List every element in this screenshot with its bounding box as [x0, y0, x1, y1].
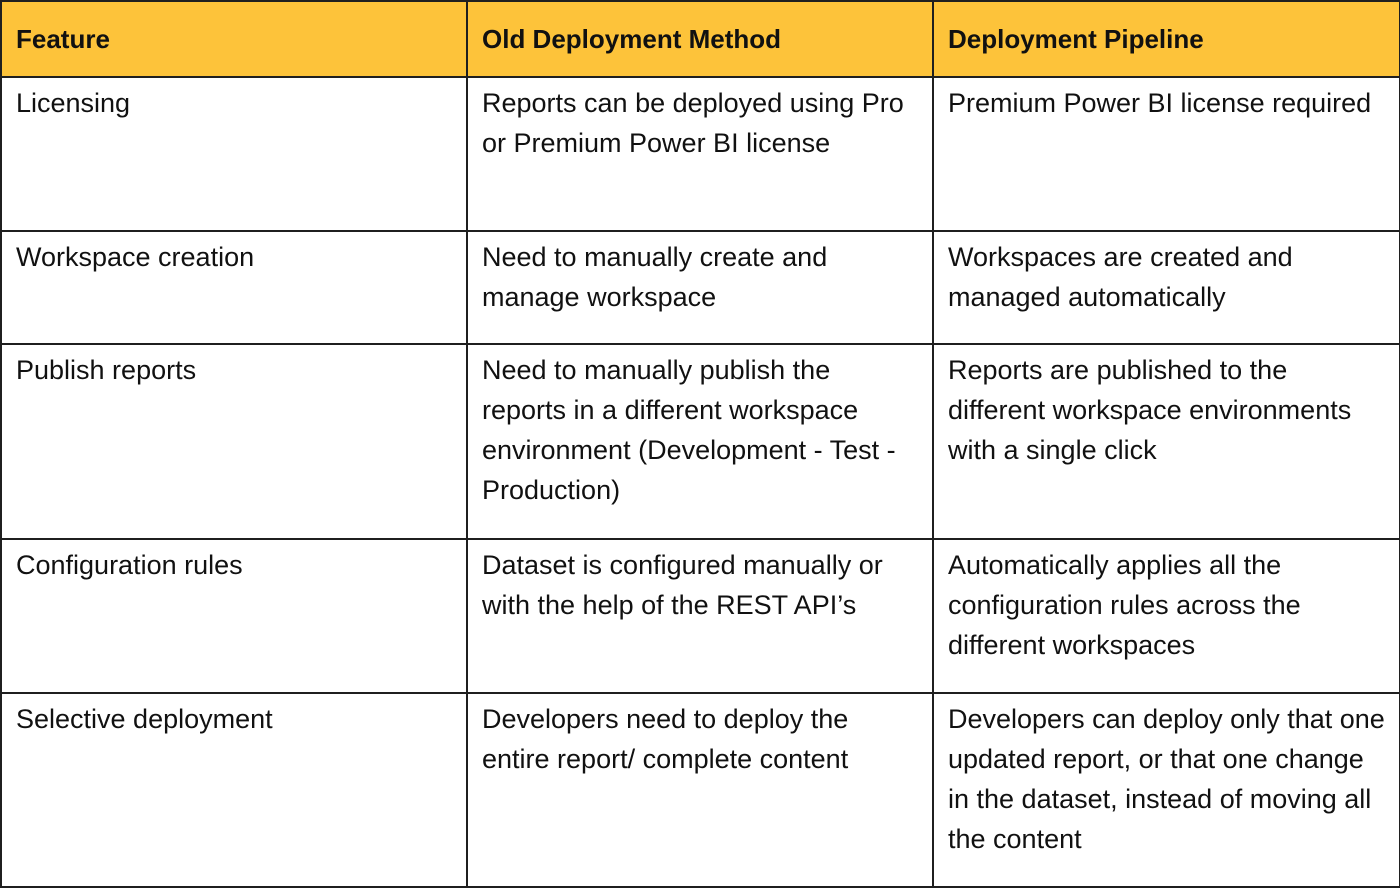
- table-row: Publish reports Need to manually publish…: [0, 343, 1400, 540]
- header-feature: Feature: [0, 0, 468, 78]
- feature-cell: Publish reports: [0, 343, 468, 540]
- pipeline-cell: Reports are published to the different w…: [932, 343, 1400, 540]
- feature-cell: Configuration rules: [0, 538, 468, 694]
- old-method-cell: Reports can be deployed using Pro or Pre…: [466, 76, 934, 232]
- header-row: Feature Old Deployment Method Deployment…: [0, 0, 1400, 78]
- old-method-cell: Developers need to deploy the entire rep…: [466, 692, 934, 888]
- pipeline-cell: Workspaces are created and managed autom…: [932, 230, 1400, 345]
- table-row: Workspace creation Need to manually crea…: [0, 230, 1400, 345]
- header-old-deployment-method: Old Deployment Method: [466, 0, 934, 78]
- old-method-cell: Need to manually create and manage works…: [466, 230, 934, 345]
- table-row: Configuration rules Dataset is configure…: [0, 538, 1400, 694]
- table-row: Licensing Reports can be deployed using …: [0, 76, 1400, 232]
- feature-cell: Selective deployment: [0, 692, 468, 888]
- header-deployment-pipeline: Deployment Pipeline: [932, 0, 1400, 78]
- pipeline-cell: Developers can deploy only that one upda…: [932, 692, 1400, 888]
- pipeline-cell: Premium Power BI license required: [932, 76, 1400, 232]
- pipeline-cell: Automatically applies all the configurat…: [932, 538, 1400, 694]
- old-method-cell: Dataset is configured manually or with t…: [466, 538, 934, 694]
- feature-cell: Licensing: [0, 76, 468, 232]
- feature-cell: Workspace creation: [0, 230, 468, 345]
- table-row: Selective deployment Developers need to …: [0, 692, 1400, 888]
- old-method-cell: Need to manually publish the reports in …: [466, 343, 934, 540]
